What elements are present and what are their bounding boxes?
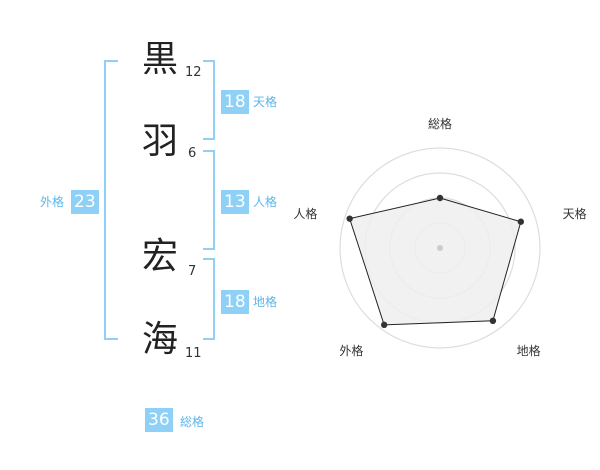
radar-ring-4 [339, 147, 541, 349]
soukaku-value-badge: 36 [145, 408, 173, 432]
name-char-3: 宏 [142, 236, 179, 277]
radar-axis-label: 地格 [517, 343, 541, 358]
chikaku-label: 地格 [253, 295, 278, 309]
radar-point [489, 317, 497, 325]
gaikaku-label: 外格 [40, 195, 65, 209]
radar-points [346, 194, 525, 329]
radar-center-dot [437, 245, 443, 251]
tenkaku-bracket [203, 60, 215, 140]
radar-point [380, 321, 388, 329]
stroke-count-4: 11 [185, 346, 202, 361]
radar-data-polygon [349, 197, 522, 326]
chikaku-bracket [203, 258, 215, 340]
radar-point [346, 215, 353, 222]
radar-axis-label: 総格 [428, 116, 452, 131]
name-char-4: 海 [142, 319, 179, 360]
stroke-count-1: 12 [185, 65, 202, 80]
chikaku-value-badge: 18 [221, 290, 249, 314]
jinkaku-bracket [203, 150, 215, 250]
jinkaku-label: 人格 [253, 195, 278, 209]
tenkaku-label: 天格 [253, 95, 278, 109]
jinkaku-value-badge: 13 [221, 190, 249, 214]
tenkaku-value-badge: 18 [221, 90, 249, 114]
stroke-count-3: 7 [188, 264, 197, 279]
name-char-1: 黒 [142, 39, 179, 80]
radar-axis-label: 天格 [563, 206, 587, 221]
radar-point [436, 194, 444, 202]
gaikaku-value-badge: 23 [71, 190, 99, 214]
radar-point [517, 218, 525, 225]
stroke-count-2: 6 [188, 146, 197, 161]
gaikaku-bracket [104, 60, 118, 340]
soukaku-label: 総格 [180, 415, 205, 429]
radar-axis-label: 人格 [293, 206, 317, 221]
radar-axis-label: 外格 [339, 343, 363, 358]
name-char-2: 羽 [142, 121, 179, 162]
